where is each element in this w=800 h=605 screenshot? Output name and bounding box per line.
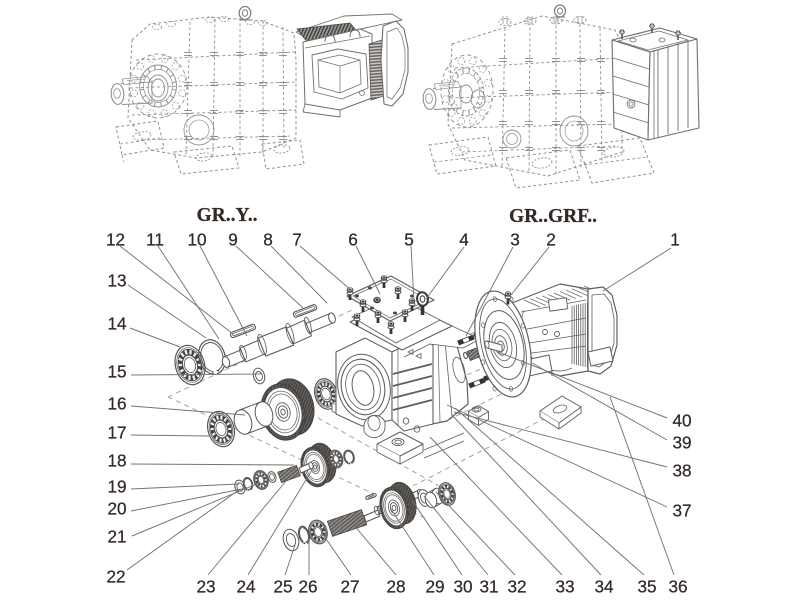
svg-text:20: 20 <box>107 499 126 519</box>
svg-text:2: 2 <box>546 230 556 250</box>
svg-text:17: 17 <box>107 423 126 443</box>
svg-text:9: 9 <box>228 230 238 250</box>
svg-text:31: 31 <box>479 577 498 597</box>
svg-text:32: 32 <box>507 577 526 597</box>
svg-text:33: 33 <box>555 577 574 597</box>
svg-text:GR..Y..: GR..Y.. <box>196 205 257 226</box>
svg-text:35: 35 <box>637 577 656 597</box>
svg-text:12: 12 <box>106 230 125 250</box>
svg-text:27: 27 <box>340 577 359 597</box>
svg-text:30: 30 <box>453 577 472 597</box>
svg-text:28: 28 <box>386 577 405 597</box>
svg-text:24: 24 <box>236 577 256 597</box>
svg-text:23: 23 <box>196 577 215 597</box>
svg-text:3: 3 <box>510 230 520 250</box>
svg-text:37: 37 <box>672 501 691 521</box>
svg-text:22: 22 <box>106 567 125 587</box>
svg-text:38: 38 <box>672 461 691 481</box>
svg-text:16: 16 <box>107 394 126 414</box>
svg-text:10: 10 <box>187 230 206 250</box>
svg-text:40: 40 <box>672 411 691 431</box>
svg-text:39: 39 <box>672 433 691 453</box>
svg-text:7: 7 <box>292 230 302 250</box>
svg-text:6: 6 <box>348 230 358 250</box>
svg-text:4: 4 <box>459 230 469 250</box>
svg-text:18: 18 <box>107 451 126 471</box>
svg-text:19: 19 <box>107 477 126 497</box>
svg-text:1: 1 <box>670 230 680 250</box>
svg-text:11: 11 <box>146 230 164 250</box>
svg-text:5: 5 <box>404 230 414 250</box>
svg-text:8: 8 <box>263 230 273 250</box>
svg-text:GR..GRF..: GR..GRF.. <box>509 206 597 227</box>
svg-text:13: 13 <box>107 271 126 291</box>
svg-text:25: 25 <box>273 577 292 597</box>
svg-text:15: 15 <box>107 362 126 382</box>
svg-text:21: 21 <box>107 527 126 547</box>
svg-text:36: 36 <box>668 577 687 597</box>
svg-text:14: 14 <box>107 314 127 334</box>
svg-text:26: 26 <box>298 577 317 597</box>
svg-text:34: 34 <box>594 577 614 597</box>
svg-text:29: 29 <box>425 577 444 597</box>
